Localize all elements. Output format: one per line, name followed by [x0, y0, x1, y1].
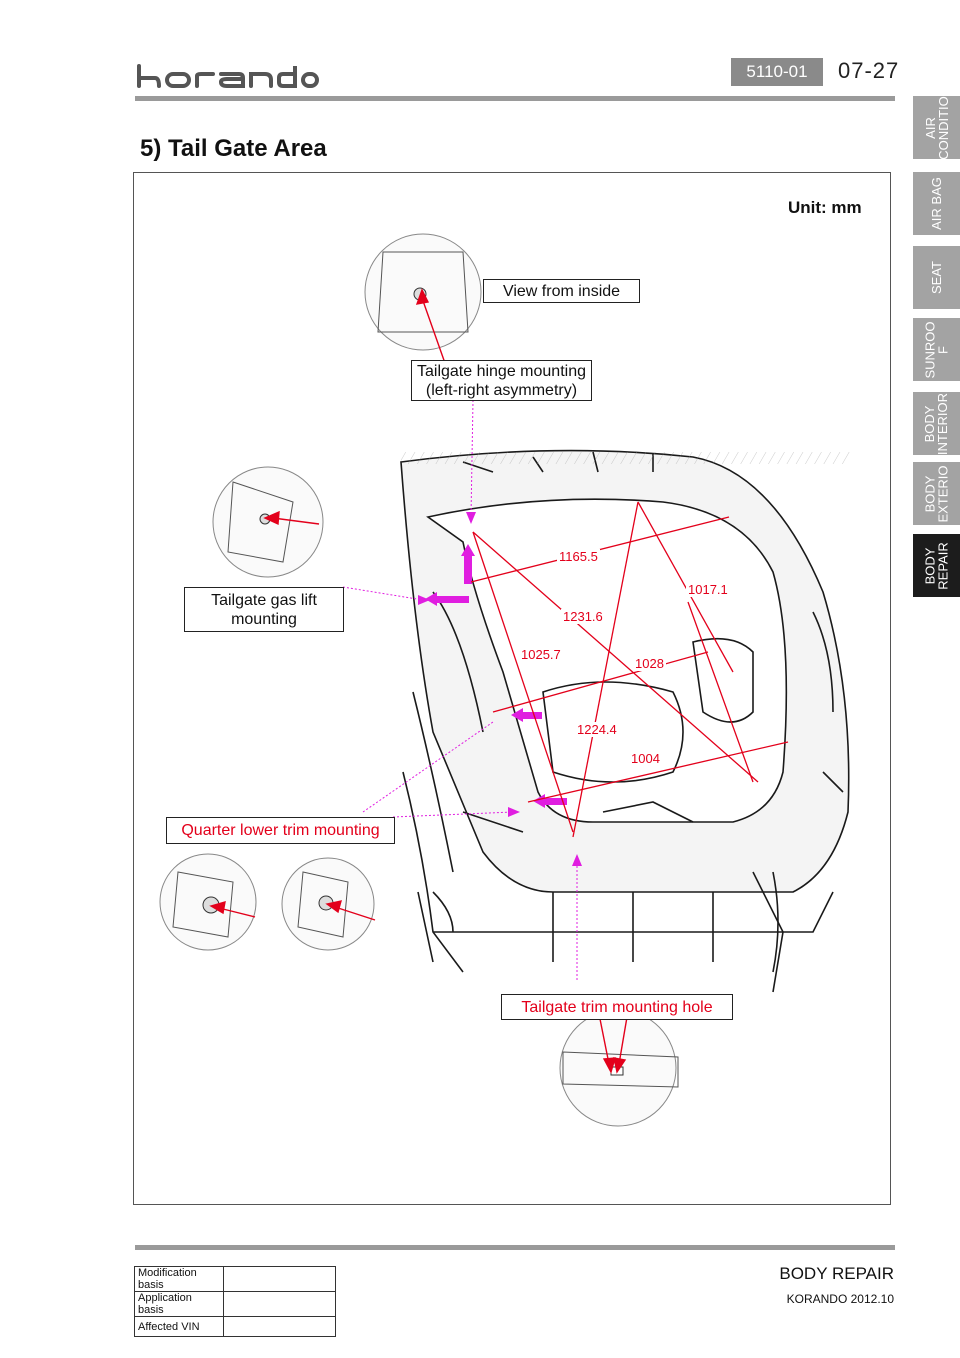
tab-air-bag[interactable]: AIR BAG	[913, 172, 960, 235]
revision-info-table: Modification basis Application basis Aff…	[134, 1266, 336, 1337]
callout-view-from-inside: View from inside	[483, 279, 640, 303]
section-title: 5) Tail Gate Area	[140, 135, 327, 162]
tailgate-diagram	[159, 233, 851, 1127]
row-value	[223, 1266, 336, 1292]
dim-label: 1231.6	[561, 609, 605, 624]
unit-label: Unit: mm	[788, 198, 862, 217]
detail-view-gas-lift	[212, 466, 324, 578]
page-number: 07-27	[838, 58, 900, 83]
callout-gas-lift-mounting: Tailgate gas lift mounting	[184, 587, 344, 632]
row-label: Application basis	[134, 1291, 224, 1317]
tab-air-conditioning[interactable]: AIR CONDITIO	[913, 96, 960, 159]
figure-frame	[133, 172, 891, 1205]
dimension-lines	[470, 501, 789, 838]
table-row: Affected VIN	[134, 1316, 336, 1337]
tab-body-interior[interactable]: BODY INTERIOR	[913, 392, 960, 455]
dim-label: 1165.5	[557, 549, 600, 564]
tab-body-exterior[interactable]: BODY EXTERIO	[913, 462, 960, 525]
footer-model-year: KORANDO 2012.10	[786, 1292, 894, 1306]
header-divider	[135, 96, 895, 101]
callout-quarter-lower-trim: Quarter lower trim mounting	[166, 817, 395, 844]
dim-label: 1025.7	[519, 647, 563, 662]
section-code-badge: 5110-01	[731, 58, 823, 86]
pointer-heads	[418, 512, 582, 866]
row-value	[223, 1316, 336, 1337]
pointer-lines	[342, 399, 578, 980]
tab-body-repair[interactable]: BODY REPAIR	[913, 534, 960, 597]
row-label: Modification basis	[134, 1266, 224, 1292]
table-row: Modification basis	[134, 1266, 336, 1292]
row-label: Affected VIN	[134, 1316, 224, 1337]
korando-logo	[137, 64, 319, 88]
table-row: Application basis	[134, 1291, 336, 1317]
tab-sunroof[interactable]: SUNROO F	[913, 318, 960, 381]
dim-label: 1224.4	[575, 722, 619, 737]
callout-trim-mounting-hole: Tailgate trim mounting hole	[501, 994, 733, 1020]
dim-label: 1004	[629, 751, 662, 766]
dim-label: 1028	[633, 656, 666, 671]
row-value	[223, 1291, 336, 1317]
callout-hinge-mounting: Tailgate hinge mounting (left-right asym…	[411, 360, 592, 401]
vehicle-rear-body-drawing	[400, 449, 850, 993]
detail-arrows	[209, 288, 628, 1074]
dim-label: 1017.1	[686, 582, 730, 597]
footer-divider	[135, 1245, 895, 1250]
footer-chapter-title: BODY REPAIR	[779, 1264, 894, 1283]
tab-seat[interactable]: SEAT	[913, 246, 960, 309]
detail-view-quarter-trim-left	[159, 853, 257, 951]
